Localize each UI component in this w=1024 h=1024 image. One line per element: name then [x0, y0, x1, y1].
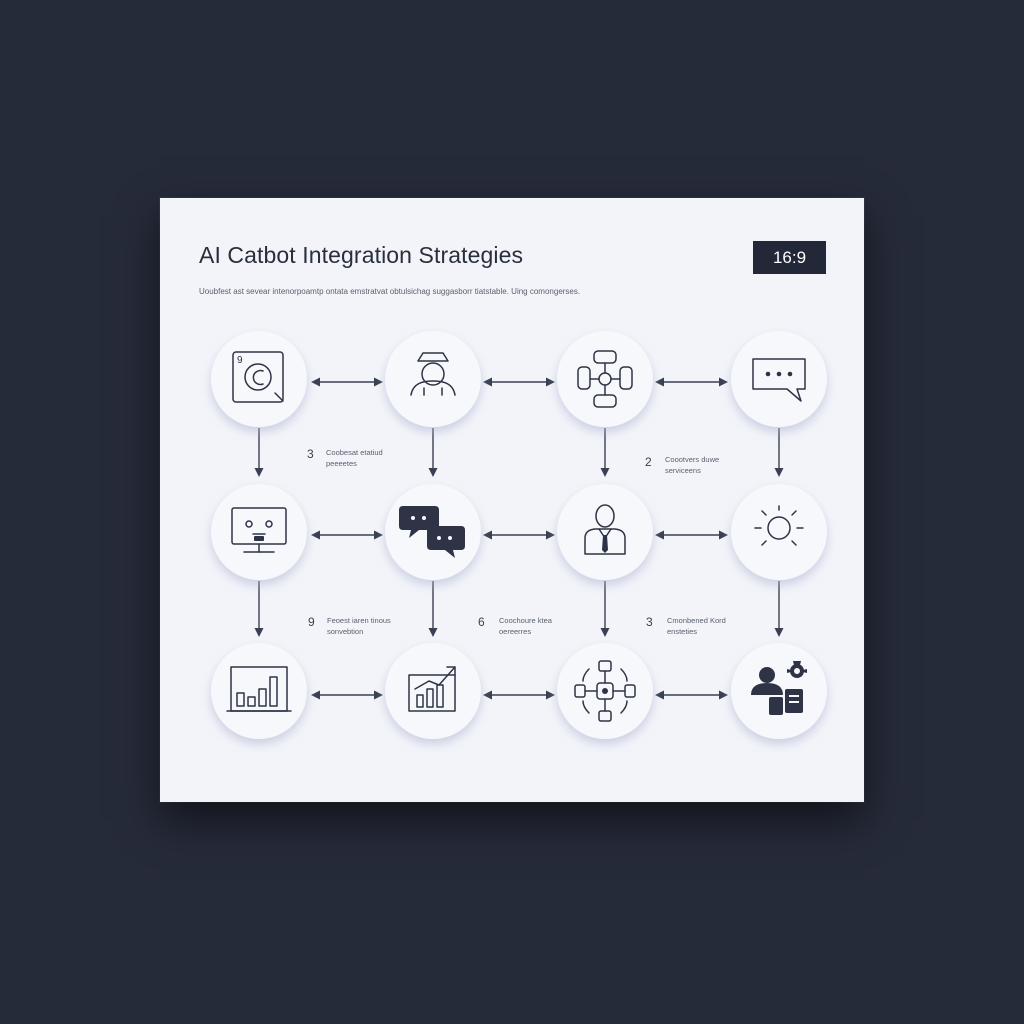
- annotation-text: Coootvers duwe: [665, 455, 719, 464]
- annotation-5: 3 Cmonbened Kord ensteties: [646, 615, 726, 636]
- network-hub-icon: [577, 350, 633, 408]
- node-n10[interactable]: [385, 643, 481, 739]
- annotation-text: Coochoure ktea: [499, 616, 553, 625]
- vertical-connectors: [254, 428, 784, 637]
- node-n5[interactable]: [211, 484, 307, 580]
- annotation-number: 6: [478, 615, 485, 629]
- annotation-text: Cmonbened Kord: [667, 616, 726, 625]
- annotation-text: oereerres: [499, 627, 531, 636]
- node-n2[interactable]: [385, 331, 481, 427]
- node-n4[interactable]: [731, 331, 827, 427]
- annotation-text: ensteties: [667, 627, 697, 636]
- node-n12[interactable]: [731, 643, 827, 739]
- strategy-diagram: 3 Coobesat etatiud peeeetes 2 Coootvers …: [211, 331, 827, 739]
- node-n11[interactable]: [557, 643, 653, 739]
- sun-icon: [754, 505, 804, 546]
- growth-chart-icon: [408, 666, 456, 712]
- annotation-number: 9: [308, 615, 315, 629]
- annotation-3: 9 Feoest iaren tinous sonvebtion: [308, 615, 391, 636]
- monitor-bot-icon: [231, 507, 287, 553]
- slide-card: 3 Coobesat etatiud peeeetes 2 Coootvers …: [160, 198, 864, 802]
- annotation-number: 3: [646, 615, 653, 629]
- document-c-icon: 9: [232, 351, 284, 403]
- node-n7[interactable]: [557, 484, 653, 580]
- subtitle-description: Uoubfest ast sevear intenorpoamtp ontata…: [199, 287, 581, 296]
- node-n8[interactable]: [731, 484, 827, 580]
- annotation-number: 3: [307, 447, 314, 461]
- annotation-1: 3 Coobesat etatiud peeeetes: [307, 447, 383, 468]
- chat-bubble-icon: [752, 358, 806, 402]
- workflow-cycle-icon: [574, 660, 636, 722]
- bar-chart-icon: [226, 666, 292, 712]
- aspect-ratio-badge: 16:9: [753, 241, 826, 274]
- annotation-text: serviceens: [665, 466, 701, 475]
- annotation-number: 2: [645, 455, 652, 469]
- annotation-4: 6 Coochoure ktea oereerres: [478, 615, 553, 636]
- node-n6[interactable]: [385, 484, 481, 580]
- node-n1[interactable]: 9: [211, 331, 307, 427]
- node-n9[interactable]: [211, 643, 307, 739]
- annotation-text: peeeetes: [326, 459, 357, 468]
- person-hat-icon: [410, 352, 456, 396]
- chat-bubbles-icon: [399, 506, 465, 558]
- annotation-2: 2 Coootvers duwe serviceens: [645, 455, 719, 475]
- businessman-icon: [584, 504, 626, 555]
- annotation-text: Coobesat etatiud: [326, 448, 383, 457]
- horizontal-connectors: [311, 377, 728, 700]
- page-title: AI Catbot Integration Strategies: [199, 242, 524, 268]
- annotation-text: sonvebtion: [327, 627, 363, 636]
- node-n3[interactable]: [557, 331, 653, 427]
- svg-text:9: 9: [237, 355, 243, 366]
- annotation-text: Feoest iaren tinous: [327, 616, 391, 625]
- team-gear-icon: [751, 661, 807, 715]
